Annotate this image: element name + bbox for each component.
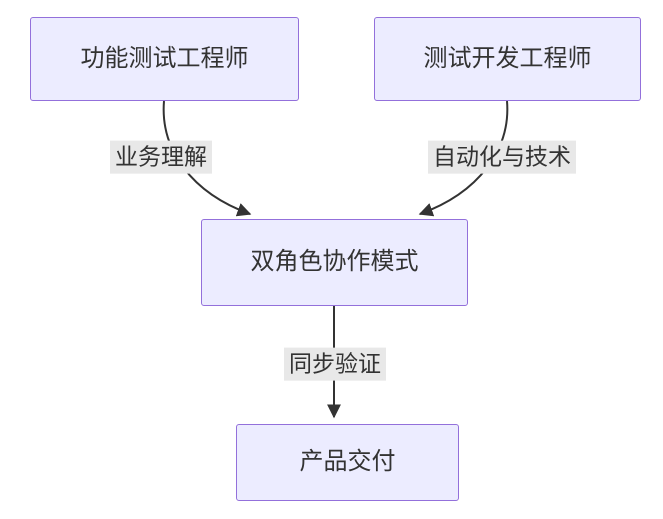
node-product-delivery: 产品交付 <box>236 424 459 501</box>
node-test-dev-engineer: 测试开发工程师 <box>374 17 641 101</box>
node-functional-tester: 功能测试工程师 <box>30 17 299 101</box>
edge-label-automation-tech: 自动化与技术 <box>428 140 576 174</box>
edge-label-sync-verification: 同步验证 <box>284 347 386 381</box>
edge-label-business-understanding: 业务理解 <box>110 140 212 174</box>
node-collaboration-mode: 双角色协作模式 <box>201 219 468 306</box>
